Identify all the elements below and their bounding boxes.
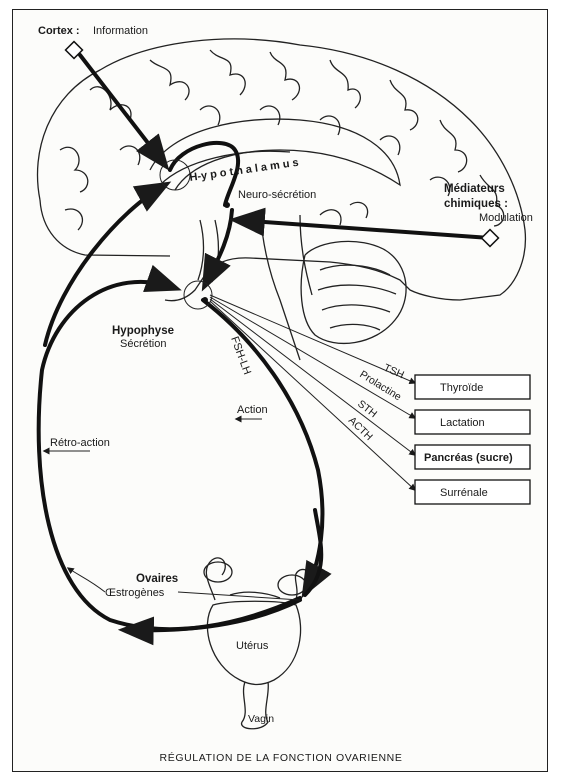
neuro-secretion-label: Neuro-sécrétion xyxy=(238,189,316,201)
arrow-modulation xyxy=(236,220,490,238)
hypophyse-label: Hypophyse xyxy=(112,325,174,337)
mediateurs-label-2: chimiques : xyxy=(444,198,508,210)
target-pancreas: Pancréas (sucre) xyxy=(424,452,513,464)
information-label: Information xyxy=(93,25,148,37)
arrows-thick xyxy=(39,55,490,630)
hormone-sth: STH xyxy=(355,398,379,420)
hormone-tsh: TSH xyxy=(382,362,406,382)
target-surrenale: Surrénale xyxy=(440,487,488,499)
uterus-label: Utérus xyxy=(236,640,269,652)
target-thyroide: Thyroïde xyxy=(440,382,483,394)
figure-title: RÉGULATION DE LA FONCTION OVARIENNE xyxy=(160,751,403,764)
vagin-label: Vagin xyxy=(248,713,274,725)
ovaires-label: Ovaires xyxy=(136,573,178,585)
target-boxes xyxy=(415,375,530,504)
target-lactation: Lactation xyxy=(440,417,485,429)
mediateurs-label-1: Médiateurs xyxy=(444,183,505,195)
secretion-label: Sécrétion xyxy=(120,338,166,350)
oestrogenes-label: Œstrogènes xyxy=(105,587,165,599)
cortex-label: Cortex : xyxy=(38,25,80,37)
arrow-fsh-lh xyxy=(203,300,322,592)
retro-action-label: Rétro-action xyxy=(50,437,110,449)
mediateurs-diamond xyxy=(482,230,499,247)
modulation-label: Modulation xyxy=(479,212,533,224)
action-label: Action xyxy=(237,404,268,416)
